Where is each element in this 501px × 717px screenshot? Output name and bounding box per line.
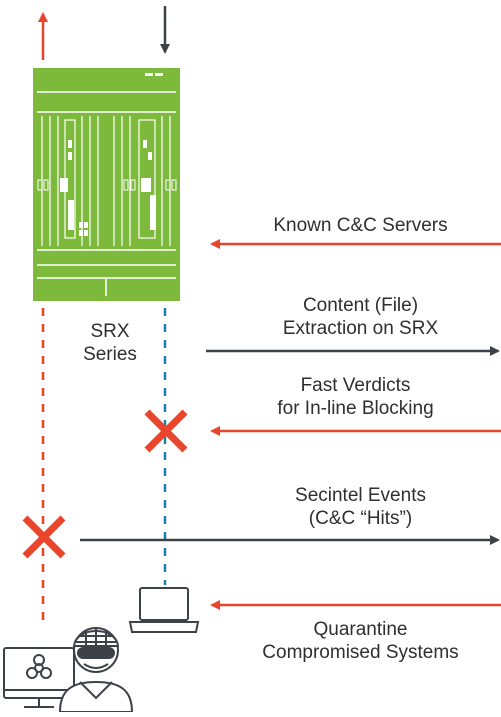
flow-label-line: for In-line Blocking xyxy=(277,398,434,419)
flow-label-line: Content (File) xyxy=(302,295,419,316)
flow-label-content-extraction: Content (File) Extraction on SRX xyxy=(220,294,501,340)
laptop-icon xyxy=(128,587,200,633)
flow-label-line: (C&C “Hits”) xyxy=(308,508,413,529)
flow-label-line: Extraction on SRX xyxy=(282,318,439,339)
device-name: SRX Series xyxy=(70,320,150,366)
flow-label-line: Compromised Systems xyxy=(262,642,459,663)
srx-chassis xyxy=(33,68,180,301)
device-name-line2: Series xyxy=(83,344,137,365)
block-x-icon xyxy=(144,409,188,453)
flow-label-fast-verdicts: Fast Verdicts for In-line Blocking xyxy=(210,374,501,420)
flow-label-quarantine: Quarantine Compromised Systems xyxy=(220,618,501,664)
flow-label-line: Known C&C Servers xyxy=(273,215,448,236)
device-name-line1: SRX xyxy=(90,321,130,342)
flow-label-line: Quarantine xyxy=(313,619,408,640)
block-x-icon xyxy=(22,515,66,559)
flow-label-secintel-events: Secintel Events (C&C “Hits”) xyxy=(220,484,501,530)
attacker-icon xyxy=(58,627,134,713)
flow-label-line: Secintel Events xyxy=(295,485,426,506)
flow-label-line: Fast Verdicts xyxy=(300,375,411,396)
flow-label-known-cc: Known C&C Servers xyxy=(220,214,501,237)
infected-monitor-icon xyxy=(3,647,75,708)
